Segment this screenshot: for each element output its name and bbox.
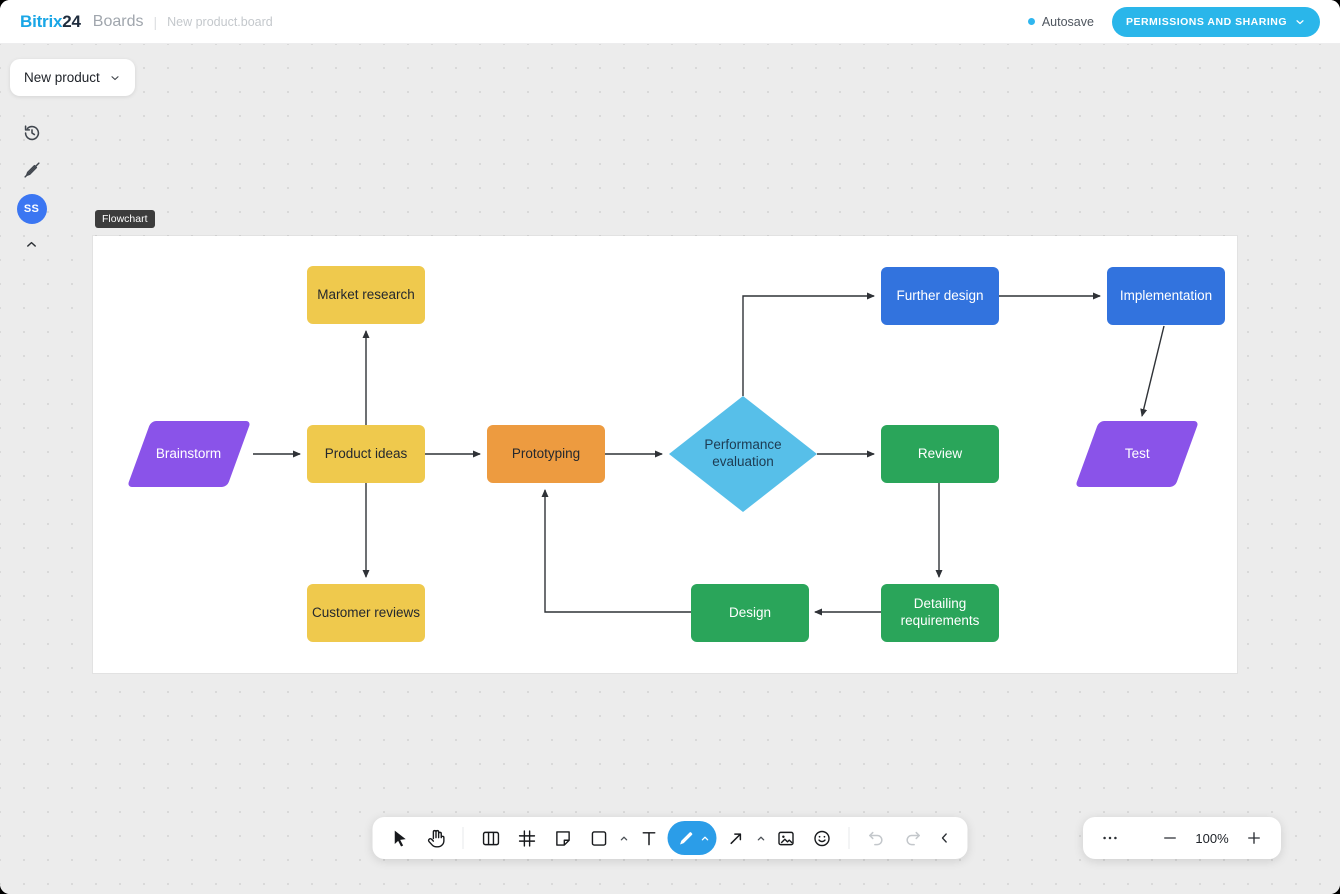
more-options-button[interactable] <box>1093 821 1127 855</box>
board-icon <box>480 828 501 849</box>
ellipsis-icon <box>1100 828 1120 848</box>
chevron-down-icon <box>1294 16 1306 28</box>
flowchart-node-customer-reviews[interactable]: Customer reviews <box>307 584 425 642</box>
pen-tool-button[interactable] <box>667 821 717 855</box>
node-label: Further design <box>896 287 984 303</box>
flowchart-node-design[interactable]: Design <box>691 584 809 642</box>
collapse-rail-button[interactable] <box>22 235 41 254</box>
image-icon <box>775 828 796 849</box>
node-label: Customer reviews <box>311 604 421 620</box>
sticky-note-icon <box>552 828 573 849</box>
permissions-sharing-label: PERMISSIONS AND SHARING <box>1125 15 1287 28</box>
flowchart-node-product-ideas[interactable]: Product ideas <box>307 425 425 483</box>
pen-slash-icon <box>21 159 43 181</box>
flowchart-node-detailing-requirements[interactable]: Detailing requirements <box>881 584 999 642</box>
redo-icon <box>903 828 923 848</box>
boards-label: Boards <box>92 12 144 30</box>
permissions-sharing-button[interactable]: PERMISSIONS AND SHARING <box>1111 6 1320 37</box>
toolbar-divider <box>462 827 464 849</box>
shape-tool-button[interactable] <box>582 821 616 855</box>
board-tool-button[interactable] <box>474 821 508 855</box>
whiteboard-frame[interactable] <box>93 236 1237 673</box>
board-menu-label: New product <box>24 70 100 85</box>
pen-icon <box>672 821 700 855</box>
shape-icon <box>588 828 609 849</box>
logo-bitrix: Bitrix <box>20 11 63 31</box>
zoom-toolbar: 100% <box>1083 817 1281 859</box>
frame-icon <box>516 828 537 849</box>
zoom-out-button[interactable] <box>1153 821 1187 855</box>
collapse-toolbar-button[interactable] <box>932 821 958 855</box>
node-label: Review <box>917 445 963 461</box>
chevron-up-icon <box>24 237 39 252</box>
node-label: Product ideas <box>324 445 408 461</box>
frame-tool-button[interactable] <box>510 821 544 855</box>
logo-24: 24 <box>62 11 81 31</box>
flowchart-tag: Flowchart <box>95 210 155 228</box>
caret-up-icon <box>756 835 765 842</box>
zoom-level-label: 100% <box>1195 830 1229 846</box>
emoji-tool-button[interactable] <box>805 821 839 855</box>
redo-button[interactable] <box>896 821 930 855</box>
flowchart-node-market-research[interactable]: Market research <box>307 266 425 324</box>
caret-up-icon <box>619 835 628 842</box>
document-name[interactable]: New product.board <box>167 14 273 29</box>
flowchart-node-implementation[interactable]: Implementation <box>1107 267 1225 325</box>
history-icon <box>21 122 43 144</box>
left-rail: SS <box>16 120 47 254</box>
node-label: Design <box>728 604 772 620</box>
flowchart-node-further-design[interactable]: Further design <box>881 267 999 325</box>
node-label: Detailing requirements <box>900 596 980 628</box>
history-button[interactable] <box>19 120 45 146</box>
text-tool-button[interactable] <box>632 821 666 855</box>
node-label: Prototyping <box>511 445 581 461</box>
node-label: Implementation <box>1119 287 1213 303</box>
plus-icon <box>1245 829 1263 847</box>
node-label: Market research <box>317 286 415 302</box>
hand-icon <box>425 828 446 849</box>
chevron-left-icon <box>937 830 953 846</box>
cursor-icon <box>389 828 410 849</box>
user-avatar[interactable]: SS <box>16 194 47 224</box>
topbar-separator: | <box>153 13 158 30</box>
chevron-down-icon <box>109 72 121 84</box>
emoji-icon <box>811 828 832 849</box>
autosave-indicator: Autosave <box>1027 14 1094 29</box>
flowchart-node-prototyping[interactable]: Prototyping <box>487 425 605 483</box>
sticky-note-tool-button[interactable] <box>546 821 580 855</box>
caret-up-icon <box>701 835 710 842</box>
text-icon <box>638 828 659 849</box>
pen-slash-button[interactable] <box>19 157 45 183</box>
node-label: Performance evaluation <box>704 437 782 469</box>
image-tool-button[interactable] <box>769 821 803 855</box>
bottom-toolbar <box>372 817 968 859</box>
undo-icon <box>867 828 887 848</box>
zoom-in-button[interactable] <box>1237 821 1271 855</box>
board-menu-button[interactable]: New product <box>10 59 135 96</box>
arrow-icon <box>725 828 746 849</box>
minus-icon <box>1161 829 1179 847</box>
node-label: Brainstorm <box>156 445 222 461</box>
node-label: Test <box>1124 445 1150 461</box>
autosave-label: Autosave <box>1041 14 1094 29</box>
arrow-tool-button[interactable] <box>719 821 753 855</box>
bitrix24-logo[interactable]: Bitrix24 <box>20 12 81 32</box>
hand-tool-button[interactable] <box>419 821 453 855</box>
arrow-tool-caret[interactable] <box>755 821 767 855</box>
toolbar-divider <box>848 827 850 849</box>
select-tool-button[interactable] <box>383 821 417 855</box>
flowchart-node-review[interactable]: Review <box>881 425 999 483</box>
undo-button[interactable] <box>860 821 894 855</box>
topbar: Bitrix24 Boards | New product.board Auto… <box>0 0 1340 44</box>
shape-tool-caret[interactable] <box>618 821 630 855</box>
autosave-dot-icon <box>1027 18 1035 25</box>
